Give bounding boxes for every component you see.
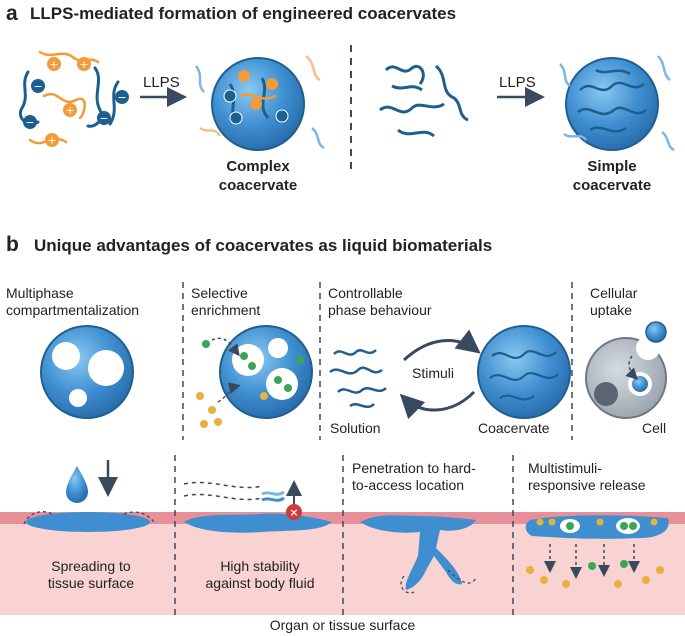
cell-graphic [585, 321, 667, 419]
col1-caption: Multiphase compartmentalization [6, 285, 139, 319]
col3-line2: phase behaviour [328, 302, 432, 318]
selective-enrichment-drop [196, 325, 313, 428]
bottom2-line1: High stability [220, 558, 300, 574]
penetration-graphic [360, 515, 477, 594]
complex-label-line2: coacervate [218, 177, 298, 194]
bottom3-line2: to-access location [352, 477, 465, 493]
panel-b-letter: b [6, 233, 19, 256]
complex-label-line1: Complex [226, 158, 290, 175]
stimuli-label: Stimuli [412, 365, 455, 381]
svg-text:+: + [65, 104, 74, 117]
svg-text:−: − [99, 112, 108, 125]
bottom4-line1: Multistimuli- [528, 460, 602, 476]
svg-text:−: − [25, 116, 34, 129]
bottom3-caption: Penetration to hard- to-access location [352, 460, 476, 494]
bottom2-line2: against body fluid [205, 575, 315, 591]
simple-label-line1: Simple [587, 158, 637, 175]
bottom2-caption: High stability against body fluid [190, 558, 330, 592]
col4-caption: Cellular uptake [590, 285, 637, 319]
coacervate-label: Coacervate [478, 420, 550, 436]
col3-line1: Controllable [328, 285, 403, 301]
bottom1-line1: Spreading to [51, 558, 131, 574]
col3-caption: Controllable phase behaviour [328, 285, 432, 319]
svg-text:+: + [47, 134, 56, 147]
svg-text:+: + [49, 58, 58, 71]
col2-line2: enrichment [191, 302, 261, 318]
col4-line1: Cellular [590, 285, 638, 301]
col1-line1: Multiphase [6, 285, 74, 301]
stability-graphic: × [183, 480, 332, 533]
col4-line2: uptake [590, 302, 633, 318]
free-polymers-simple [379, 64, 469, 138]
spreading-graphic [23, 460, 155, 532]
phase-behaviour-graphic [329, 325, 571, 420]
multiphase-drop [40, 325, 134, 419]
panel-a-letter: a [6, 2, 18, 25]
solution-label: Solution [330, 420, 381, 436]
panel-b-title: Unique advantages of coacervates as liqu… [34, 236, 493, 255]
svg-text:−: − [33, 80, 42, 93]
free-polyelectrolytes: − − − − + + + + [19, 50, 129, 147]
organ-label: Organ or tissue surface [269, 617, 416, 633]
complex-coacervate-drop [194, 55, 325, 151]
col2-line1: Selective [191, 285, 248, 301]
col2-caption: Selective enrichment [191, 285, 260, 319]
bottom4-caption: Multistimuli- responsive release [528, 460, 646, 494]
bottom1-line2: tissue surface [47, 575, 135, 591]
svg-text:+: + [79, 58, 88, 71]
release-graphic [525, 515, 669, 588]
svg-text:−: − [117, 91, 126, 104]
simple-coacervate-label: Simple coacervate [552, 157, 672, 195]
bottom4-line2: responsive release [528, 477, 646, 493]
simple-coacervate-drop [559, 55, 675, 152]
simple-label-line2: coacervate [572, 177, 652, 194]
complex-coacervate-label: Complex coacervate [198, 157, 318, 195]
bottom3-line1: Penetration to hard- [352, 460, 476, 476]
panel-a-title: LLPS-mediated formation of engineered co… [30, 4, 457, 23]
col1-line2: compartmentalization [6, 302, 140, 318]
cell-label: Cell [642, 420, 667, 436]
llps-label-left: LLPS [143, 74, 180, 91]
llps-label-right: LLPS [499, 74, 536, 91]
bottom1-caption: Spreading to tissue surface [26, 558, 156, 592]
svg-text:×: × [289, 506, 298, 519]
